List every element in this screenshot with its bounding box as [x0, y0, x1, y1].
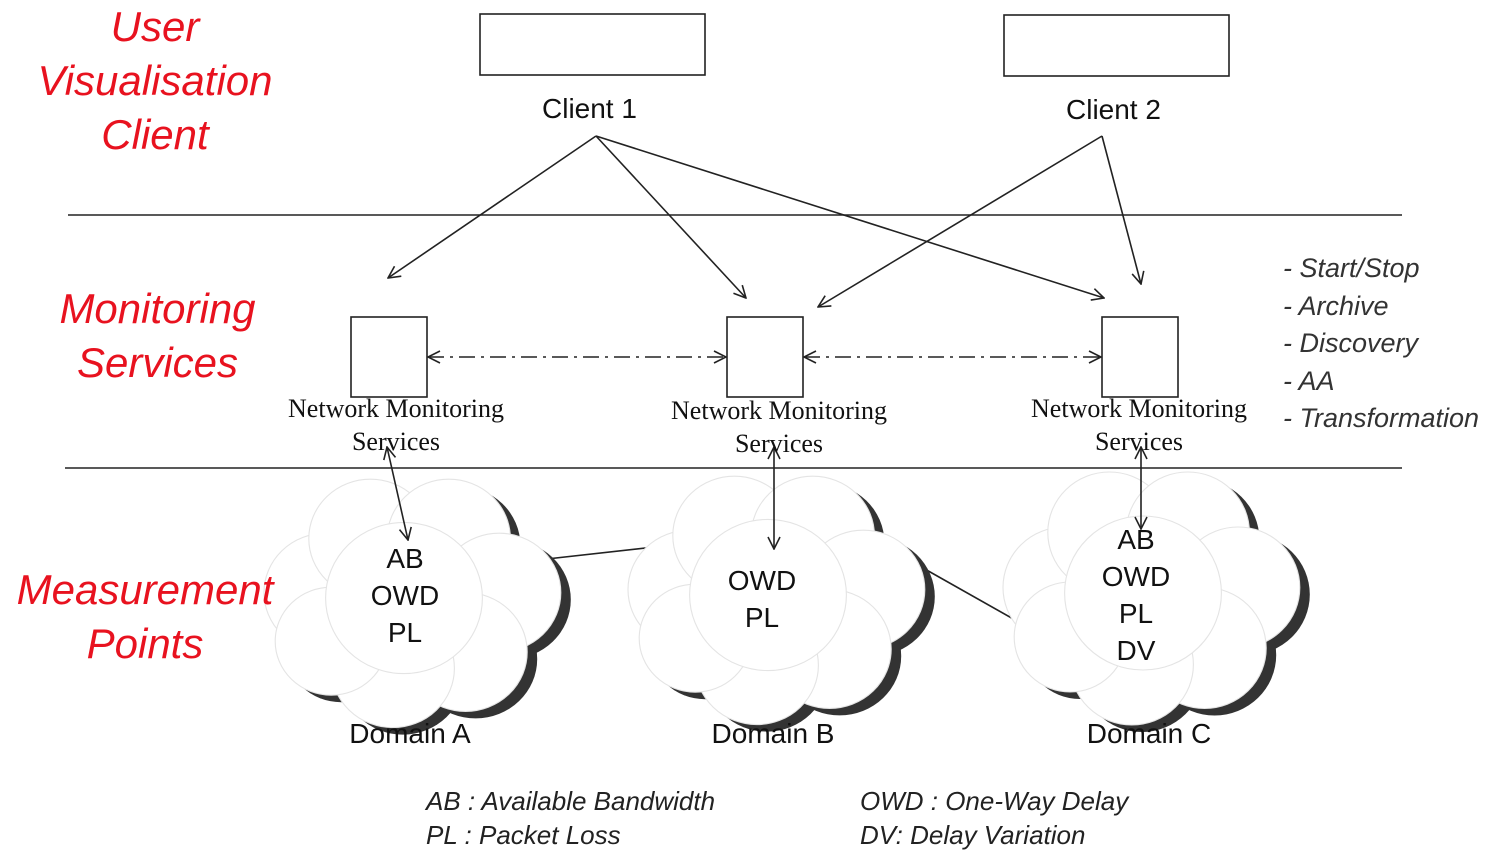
- service-label-line: Network Monitoring: [1031, 394, 1247, 423]
- service-label-b: Network Monitoring Services: [649, 394, 909, 460]
- metric-item: AB: [1117, 524, 1155, 555]
- layer-label-line: User: [110, 3, 200, 50]
- layer-label-line: Monitoring: [59, 285, 256, 332]
- metric-item: OWD: [1101, 561, 1171, 592]
- layer-label-line: Client: [101, 111, 209, 158]
- domain-a-metrics: AB OWD PL: [345, 540, 465, 651]
- arrow-service-a-domain-a: [387, 447, 408, 540]
- service-label-line: Network Monitoring: [671, 396, 887, 425]
- legend-item: PL : Packet Loss: [426, 820, 621, 850]
- domain-c-label: Domain C: [1086, 718, 1212, 749]
- service-box-c: [1101, 316, 1179, 398]
- arrow-client1-service-a: [388, 135, 597, 278]
- layer-label-client: User Visualisation Client: [30, 0, 280, 162]
- client-1-box: [479, 13, 706, 76]
- domain-a-label: Domain A: [349, 718, 471, 749]
- metric-item: OWD: [727, 565, 797, 596]
- service-label-a: Network Monitoring Services: [266, 392, 526, 458]
- layer-label-services: Monitoring Services: [45, 282, 270, 390]
- legend-item: OWD : One-Way Delay: [860, 786, 1129, 816]
- domain-b-label: Domain B: [711, 718, 835, 749]
- function-item: - AA: [1283, 365, 1335, 396]
- service-label-line: Services: [351, 427, 441, 456]
- service-label-line: Services: [734, 429, 824, 458]
- legend-item: AB : Available Bandwidth: [426, 786, 716, 816]
- legend-item: DV: Delay Variation: [860, 820, 1086, 850]
- legend-right: OWD : One-Way Delay DV: Delay Variation: [860, 784, 1128, 850]
- service-functions-list: - Start/Stop - Archive - Discovery - AA …: [1283, 250, 1479, 438]
- client-2-box: [1003, 14, 1230, 77]
- layer-label-measurement: Measurement Points: [5, 563, 285, 671]
- function-item: - Discovery: [1283, 328, 1419, 358]
- metric-item: PL: [1118, 598, 1154, 629]
- metric-item: PL: [387, 617, 423, 648]
- function-item: - Transformation: [1283, 403, 1480, 433]
- metric-item: AB: [386, 543, 424, 574]
- arrow-client2-service-b: [818, 135, 1103, 307]
- metric-item: PL: [744, 602, 780, 633]
- arrow-client2-service-c: [1101, 135, 1141, 284]
- domain-b-metrics: OWD PL: [702, 562, 822, 636]
- arrow-client1-service-c: [595, 135, 1104, 298]
- arrow-client1-service-b: [595, 135, 746, 298]
- metric-item: OWD: [370, 580, 440, 611]
- service-box-b: [726, 316, 804, 398]
- client-2-label: Client 2: [1066, 94, 1161, 125]
- service-label-line: Network Monitoring: [288, 394, 504, 423]
- client-1-label: Client 1: [542, 93, 637, 124]
- function-item: - Start/Stop: [1283, 253, 1420, 283]
- function-item: - Archive: [1283, 290, 1389, 321]
- metric-item: DV: [1116, 635, 1156, 666]
- service-label-c: Network Monitoring Services: [1009, 392, 1269, 458]
- legend-left: AB : Available Bandwidth PL : Packet Los…: [426, 784, 715, 850]
- layer-label-line: Measurement: [16, 566, 274, 613]
- domain-c-metrics: AB OWD PL DV: [1076, 521, 1196, 669]
- service-box-a: [350, 316, 428, 398]
- layer-label-line: Services: [76, 339, 239, 386]
- layer-label-line: Points: [86, 620, 204, 667]
- layer-label-line: Visualisation: [37, 57, 273, 104]
- service-label-line: Services: [1094, 427, 1184, 456]
